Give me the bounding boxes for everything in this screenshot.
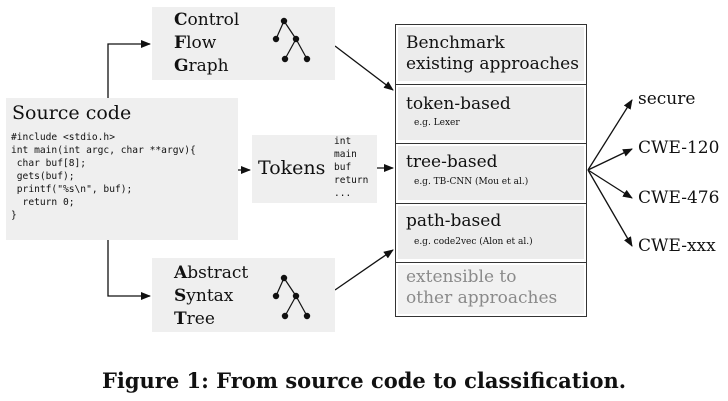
extensible-line-2: other approaches	[406, 288, 558, 308]
token-based-title: token-based	[406, 94, 511, 114]
benchmark-panel: Benchmark existing approaches token-base…	[395, 24, 587, 317]
output-cwe-xxx: CWE-xxx	[638, 236, 716, 256]
path-based-cell: path-based e.g. code2vec (Alon et al.)	[398, 206, 584, 259]
ast-box: Abstract Syntax Tree	[152, 258, 335, 332]
arrow-source-to-cfg	[107, 40, 151, 98]
source-code-snippet: #include <stdio.h> int main(int argc, ch…	[11, 132, 196, 221]
path-based-title: path-based	[406, 211, 502, 231]
output-cwe-476: CWE-476	[638, 188, 720, 208]
divider	[396, 262, 586, 263]
divider	[396, 203, 586, 204]
token-based-cell: token-based e.g. Lexer	[398, 87, 584, 140]
source-code-title: Source code	[12, 102, 132, 124]
output-cwe-120: CWE-120	[638, 138, 720, 158]
benchmark-header-line-1: Benchmark	[406, 33, 505, 53]
output-secure: secure	[638, 89, 696, 109]
source-code-box: Source code #include <stdio.h> int main(…	[6, 98, 238, 240]
arrow-to-cwe-xxx	[587, 169, 633, 247]
extensible-cell: extensible to other approaches	[398, 265, 584, 314]
arrow-to-secure	[587, 99, 633, 171]
extensible-line-1: extensible to	[406, 267, 517, 287]
tree-based-cell: tree-based e.g. TB-CNN (Mou et al.)	[398, 146, 584, 200]
ast-line-3: Tree	[174, 309, 215, 329]
path-based-example: e.g. code2vec (Alon et al.)	[414, 237, 533, 247]
benchmark-header-line-2: existing approaches	[406, 54, 579, 74]
tree-based-title: tree-based	[406, 152, 498, 172]
tokens-label: Tokens	[258, 157, 326, 179]
tokens-list: int main buf return ...	[334, 136, 369, 199]
tokens-box: Tokens int main buf return ...	[252, 135, 377, 203]
tree-icon	[272, 274, 311, 320]
cfg-line-1: Control	[174, 10, 240, 30]
token-based-example: e.g. Lexer	[414, 118, 460, 128]
cfg-box: Control Flow Graph	[152, 7, 335, 80]
arrow-ast-to-benchmark	[334, 249, 394, 291]
tree-based-example: e.g. TB-CNN (Mou et al.)	[414, 177, 529, 187]
arrow-to-cwe-476	[587, 169, 633, 199]
arrow-to-cwe-120	[587, 148, 633, 171]
figure-caption: Figure 1: From source code to classifica…	[101, 368, 627, 393]
cfg-line-3: Graph	[174, 56, 229, 76]
cfg-line-2: Flow	[174, 33, 217, 53]
divider	[396, 143, 586, 144]
ast-line-2: Syntax	[174, 286, 234, 306]
arrow-cfg-to-benchmark	[334, 45, 394, 91]
ast-line-1: Abstract	[174, 263, 249, 283]
divider	[396, 84, 586, 85]
tree-icon	[272, 17, 311, 63]
benchmark-header-cell: Benchmark existing approaches	[398, 27, 584, 81]
arrow-source-to-ast	[107, 240, 151, 300]
